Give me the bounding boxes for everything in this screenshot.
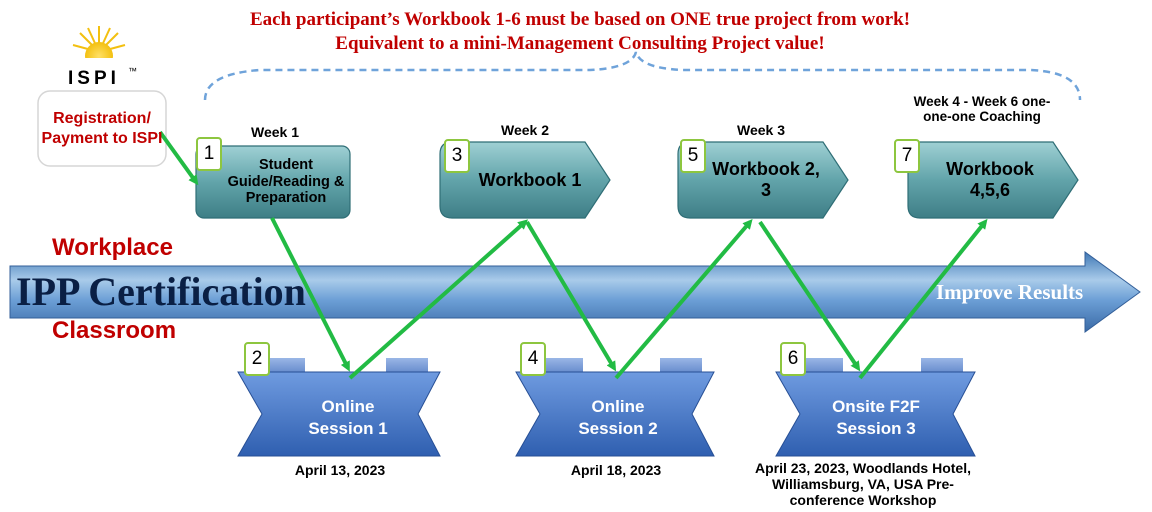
step-label-3: Workbook 1	[478, 169, 582, 190]
step-number-2: 2	[244, 342, 270, 376]
step-number-4: 4	[520, 342, 546, 376]
session-label-2: Online Session 2	[578, 397, 658, 438]
step-label-5: Workbook 2, 3	[712, 159, 820, 200]
session-label-1: Online Session 1	[308, 397, 388, 438]
week-label-3: Week 2	[501, 122, 549, 138]
step-number-3: 3	[444, 139, 470, 173]
session-date-3: April 23, 2023, Woodlands Hotel, William…	[754, 460, 971, 508]
headline-line-2: Equivalent to a mini-Management Consulti…	[335, 33, 825, 54]
session-ribbon-1	[237, 358, 441, 457]
week-label-1: Week 1	[251, 124, 299, 140]
week-label-7: Week 4 - Week 6 one-one-one Coaching	[913, 94, 1051, 124]
dashed-brace	[203, 51, 1082, 101]
session-date-1: April 13, 2023	[294, 462, 386, 478]
main-arrow-end-label: Improve Results	[936, 280, 1084, 304]
week-label-5: Week 3	[737, 122, 785, 138]
headline-line-1: Each participant’s Workbook 1-6 must be …	[249, 9, 911, 30]
step-label-1: Student Guide/Reading & Preparation	[227, 156, 345, 207]
connector-arrows	[158, 130, 988, 380]
main-arrow-title: IPP Certification	[16, 269, 306, 314]
session-label-3: Onsite F2F Session 3	[832, 397, 920, 438]
step-number-5: 5	[680, 139, 706, 173]
session-ribbon-2	[515, 358, 715, 457]
registration-box	[37, 90, 167, 167]
registration-label: Registration/ Payment to ISPI	[41, 110, 163, 147]
workplace-label: Workplace	[52, 234, 173, 261]
step-number-1: 1	[196, 137, 222, 171]
classroom-label: Classroom	[52, 317, 177, 344]
session-ribbon-3	[775, 358, 976, 457]
main-arrow	[9, 251, 1141, 333]
step-number-7: 7	[894, 139, 920, 173]
logo-trademark: ™	[128, 66, 137, 76]
step-label-7: Workbook 4,5,6	[946, 159, 1034, 200]
logo-text: ISPI	[68, 68, 120, 89]
step-number-6: 6	[780, 342, 806, 376]
session-date-2: April 18, 2023	[570, 462, 662, 478]
ispi-logo-icon	[72, 26, 126, 70]
